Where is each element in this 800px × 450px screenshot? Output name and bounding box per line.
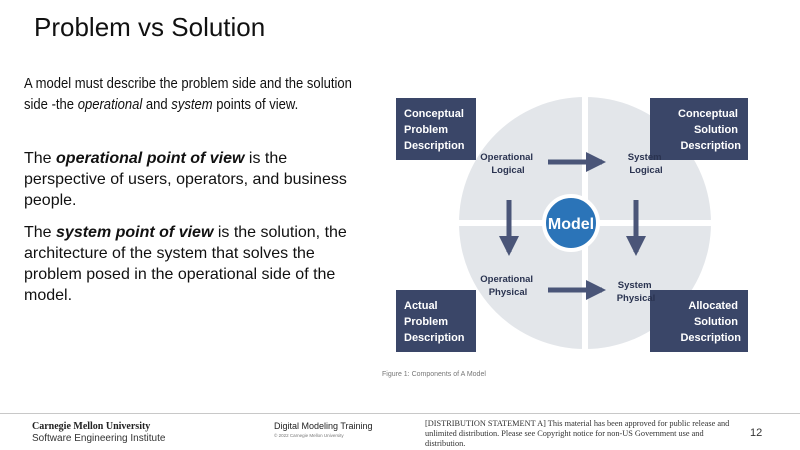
operational-paragraph: The operational point of view is the per… (24, 148, 359, 211)
distribution-statement: [DISTRIBUTION STATEMENT A] This material… (425, 419, 730, 448)
quadrant-br-line-1: System (618, 280, 652, 291)
intro-part-3: points of view. (212, 97, 299, 113)
box-br-line-2: Solution (694, 316, 738, 328)
svg-text:Operational Logical: Operational Logical (480, 152, 535, 176)
model-center-circle (542, 194, 600, 252)
p1-lead: The (24, 150, 57, 167)
model-center-label: Model (548, 216, 594, 233)
box-bl-line-1: Actual (404, 300, 438, 312)
box-tl-line-3: Description (404, 140, 465, 152)
quadrant-br-line-2: Physical (617, 293, 656, 304)
quadrant-tr-line-1: System (628, 152, 662, 163)
intro-part-1: A model must describe the problem side a… (24, 76, 352, 113)
quadrant-tr-line-2: Logical (629, 165, 662, 176)
course-title: Digital Modeling Training (274, 421, 373, 431)
intro-part-2: and (142, 97, 172, 113)
footer-divider (0, 413, 800, 414)
page-number: 12 (750, 427, 763, 439)
intro-operational-emphasis: operational (77, 97, 143, 113)
box-tr-line-1: Conceptual (678, 108, 738, 120)
p2-rest: is the solution, the architecture of the… (24, 224, 347, 304)
svg-text:System Physical: System Physical (617, 280, 656, 304)
box-tl-line-2: Problem (404, 124, 448, 136)
box-actual-problem (396, 290, 476, 352)
p2-emphasis: system point of view (56, 224, 214, 241)
box-allocated-solution (650, 290, 748, 352)
sei-name: Software Engineering Institute (32, 433, 166, 444)
p1-emphasis: operational point of view (56, 150, 245, 167)
cmu-logo-text: Carnegie Mellon University (32, 421, 151, 432)
intro-system-emphasis: system (171, 97, 213, 113)
slide-title: Problem vs Solution (34, 12, 266, 42)
box-conceptual-solution (650, 98, 748, 160)
box-br-line-3: Description (680, 332, 741, 344)
svg-text:System Logical: System Logical (628, 152, 664, 176)
quadrant-bl-line-1: Operational (480, 274, 533, 285)
quadrant-tl-line-1: Operational (480, 152, 533, 163)
svg-text:Actual Problem Descrip: Actual Problem Description (404, 300, 465, 344)
svg-text:Conceptual Solution De: Conceptual Solution Description (678, 108, 741, 152)
box-bl-line-3: Description (404, 332, 465, 344)
copyright-text: © 2022 Carnegie Mellon University (274, 433, 344, 438)
box-br-line-1: Allocated (688, 300, 738, 312)
p2-lead: The (24, 224, 57, 241)
box-conceptual-problem (396, 98, 476, 160)
svg-text:Conceptual Problem Des: Conceptual Problem Description (404, 108, 467, 152)
system-paragraph: The system point of view is the solution… (24, 222, 359, 306)
box-tl-line-1: Conceptual (404, 108, 464, 120)
box-tr-line-2: Solution (694, 124, 738, 136)
svg-text:Allocated Solution Des: Allocated Solution Description (680, 300, 741, 344)
quadrant-tl-line-2: Logical (491, 165, 524, 176)
intro-text: A model must describe the problem side a… (24, 74, 362, 116)
box-bl-line-2: Problem (404, 316, 448, 328)
quadrant-bl-line-2: Physical (489, 287, 528, 298)
svg-text:Operational Physical: Operational Physical (480, 274, 535, 298)
p1-rest: is the perspective of users, operators, … (24, 150, 347, 209)
figure-caption: Figure 1: Components of A Model (382, 371, 486, 378)
model-components-diagram: Conceptual Problem Description Conceptua… (396, 97, 748, 352)
box-tr-line-3: Description (680, 140, 741, 152)
